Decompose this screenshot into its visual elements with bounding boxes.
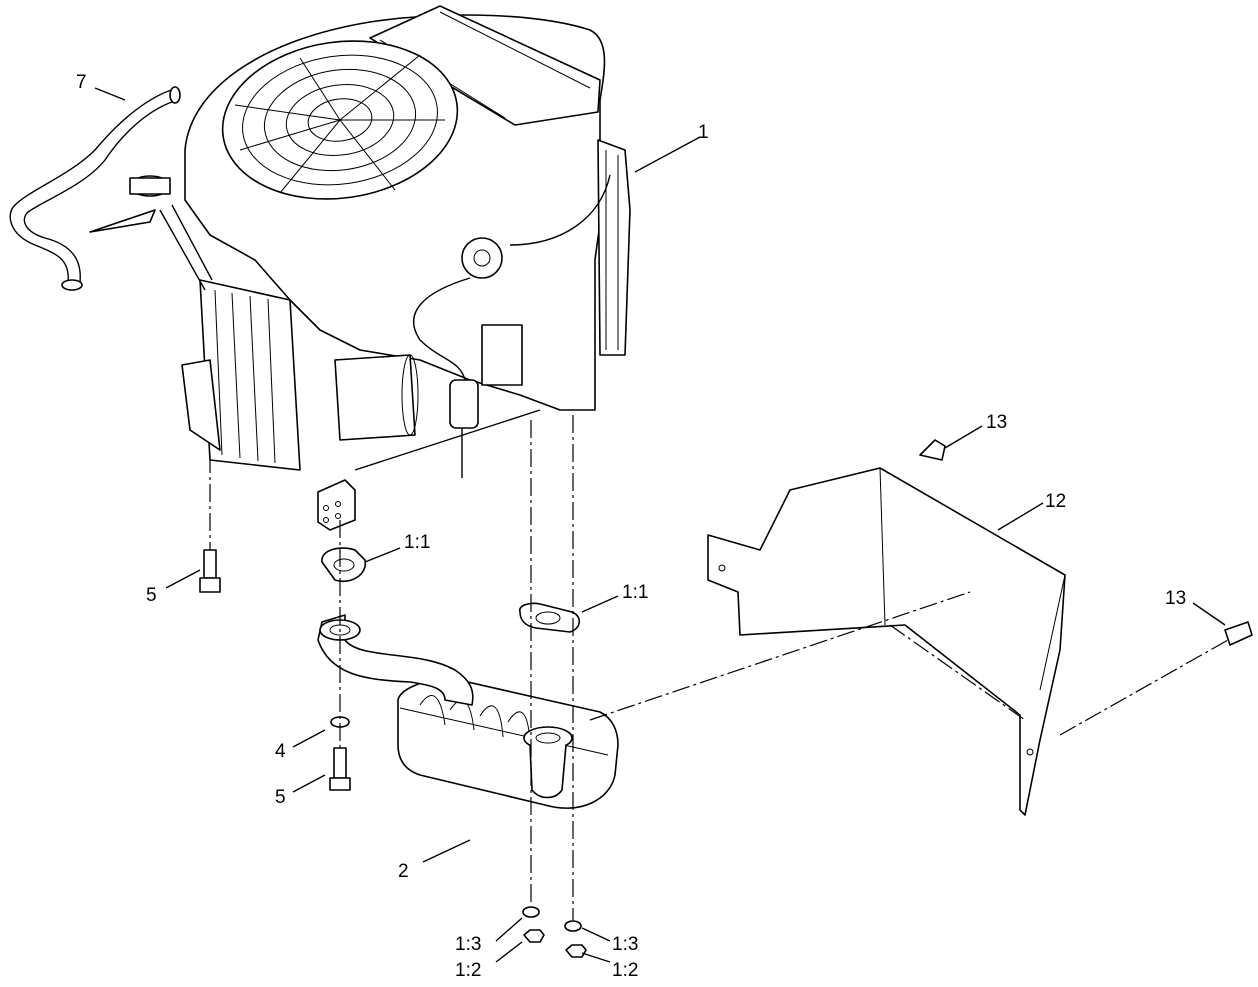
shield-bolt-top	[919, 439, 946, 461]
callout-1-2-left: 1:2	[455, 960, 481, 981]
shield-bolt-right	[1224, 621, 1253, 646]
callout-2: 2	[398, 861, 409, 882]
callout-13-top: 13	[986, 412, 1007, 433]
callout-5-lower: 5	[275, 787, 286, 808]
callout-7: 7	[76, 72, 87, 93]
leader-lines	[94, 87, 1226, 963]
assembly-lines	[209, 415, 1229, 920]
callout-13-right: 13	[1165, 588, 1186, 609]
callout-1-1-left: 1:1	[404, 532, 430, 553]
callout-1-2-right: 1:2	[612, 960, 638, 981]
callout-12: 12	[1045, 491, 1066, 512]
lock-washer-left	[522, 906, 540, 918]
callout-1-3-left: 1:3	[455, 934, 481, 955]
bolt-upper	[199, 549, 221, 593]
engine	[89, 5, 631, 531]
lock-washer-right	[564, 920, 582, 932]
callout-5-upper: 5	[146, 585, 157, 606]
breather-hose	[9, 86, 181, 291]
muffler	[317, 614, 619, 809]
callout-1-1-right: 1:1	[622, 582, 648, 603]
callout-4: 4	[275, 741, 286, 762]
heat-shield	[707, 467, 1066, 816]
exhaust-gasket-right	[519, 602, 581, 633]
nut-right	[565, 944, 587, 958]
callout-1-3-right: 1:3	[612, 934, 638, 955]
callout-1: 1	[698, 122, 709, 143]
bolt-lower	[329, 747, 351, 791]
exhaust-gasket-left	[321, 547, 366, 582]
nut-left	[523, 929, 545, 943]
